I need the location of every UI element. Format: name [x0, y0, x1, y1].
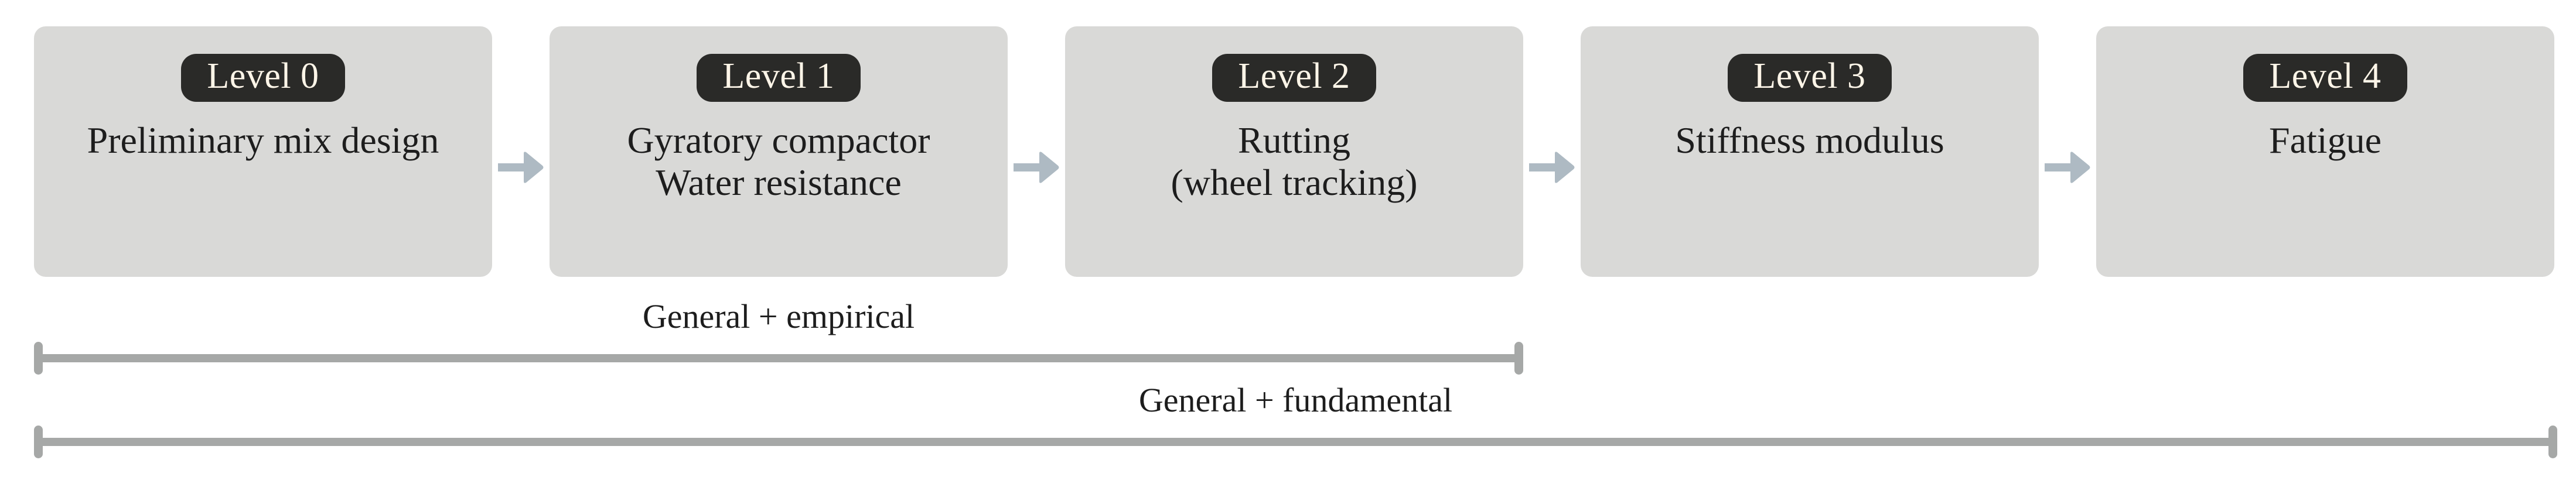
- connector-1-2: [1008, 26, 1065, 277]
- connector-3-4: [2039, 26, 2096, 277]
- level-body-0-line-1: Preliminary mix design: [87, 119, 439, 161]
- level-boxes-row: Level 0 Preliminary mix design Level 1 G…: [34, 26, 2554, 277]
- level-box-3[interactable]: Level 3 Stiffness modulus: [1581, 26, 2039, 277]
- arrow-right-icon: [498, 152, 544, 183]
- level-body-2-line-2: (wheel tracking): [1171, 161, 1418, 203]
- bracket-label-fundamental: General + fundamental: [1138, 381, 1453, 419]
- level-body-3: Stiffness modulus: [1675, 119, 1944, 162]
- level-body-4-line-1: Fatigue: [2269, 119, 2381, 161]
- bracket-label-empirical: General + empirical: [642, 297, 915, 335]
- bracket-fundamental-bar: [34, 438, 2557, 446]
- level-body-3-line-1: Stiffness modulus: [1675, 119, 1944, 161]
- level-box-2[interactable]: Level 2 Rutting (wheel tracking): [1065, 26, 1523, 277]
- level-badge-4: Level 4: [2243, 54, 2407, 102]
- level-body-2: Rutting (wheel tracking): [1171, 119, 1417, 203]
- level-body-0: Preliminary mix design: [87, 119, 439, 162]
- bracket-empirical: [34, 342, 1523, 375]
- arrow-right-icon: [2045, 152, 2090, 183]
- level-body-1: Gyratory compactor Water resistance: [627, 119, 930, 203]
- level-box-4[interactable]: Level 4 Fatigue: [2096, 26, 2554, 277]
- level-box-0[interactable]: Level 0 Preliminary mix design: [34, 26, 492, 277]
- bracket-fundamental: [34, 426, 2557, 458]
- arrow-right-icon: [1529, 152, 1575, 183]
- bracket-empirical-bar: [34, 354, 1523, 362]
- level-body-2-line-1: Rutting: [1237, 119, 1351, 161]
- bracket-empirical-right-cap: [1514, 342, 1523, 375]
- level-body-1-line-1: Gyratory compactor: [627, 119, 930, 161]
- level-body-4: Fatigue: [2269, 119, 2381, 162]
- level-badge-1: Level 1: [697, 54, 861, 102]
- level-badge-3: Level 3: [1728, 54, 1892, 102]
- connector-0-1: [492, 26, 550, 277]
- arrow-right-icon: [1014, 152, 1059, 183]
- level-badge-0: Level 0: [181, 54, 345, 102]
- level-badge-2: Level 2: [1212, 54, 1376, 102]
- level-body-1-line-2: Water resistance: [656, 161, 902, 203]
- level-box-1[interactable]: Level 1 Gyratory compactor Water resista…: [550, 26, 1008, 277]
- connector-2-3: [1523, 26, 1581, 277]
- bracket-fundamental-right-cap: [2548, 426, 2557, 458]
